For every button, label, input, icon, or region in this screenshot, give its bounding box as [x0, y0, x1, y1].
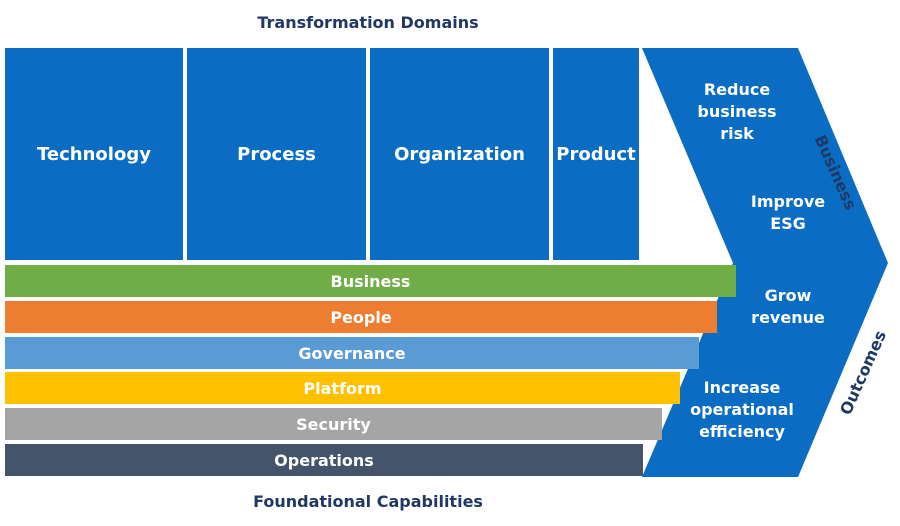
outcome-reduce-business-risk: Reduce business risk: [697, 80, 777, 143]
outcome-grow-revenue: Grow revenue: [751, 286, 825, 327]
domain-process: Process: [187, 48, 366, 260]
capability-people: People: [5, 301, 717, 333]
domain-technology: Technology: [5, 48, 183, 260]
transformation-domains-title: Transformation Domains: [257, 13, 479, 32]
outcome-increase-operational-efficiency: Increase operational efficiency: [690, 378, 794, 441]
foundational-capabilities-title: Foundational Capabilities: [253, 492, 483, 511]
domain-organization: Organization: [370, 48, 549, 260]
domain-product: Product: [553, 48, 639, 260]
capability-operations: Operations: [5, 444, 643, 476]
outcome-improve-esg: Improve ESG: [750, 192, 826, 233]
capability-platform: Platform: [5, 372, 680, 404]
capability-governance: Governance: [5, 337, 699, 369]
chevron-shape: [642, 48, 888, 477]
capability-business: Business: [5, 265, 736, 297]
capability-security: Security: [5, 408, 662, 440]
